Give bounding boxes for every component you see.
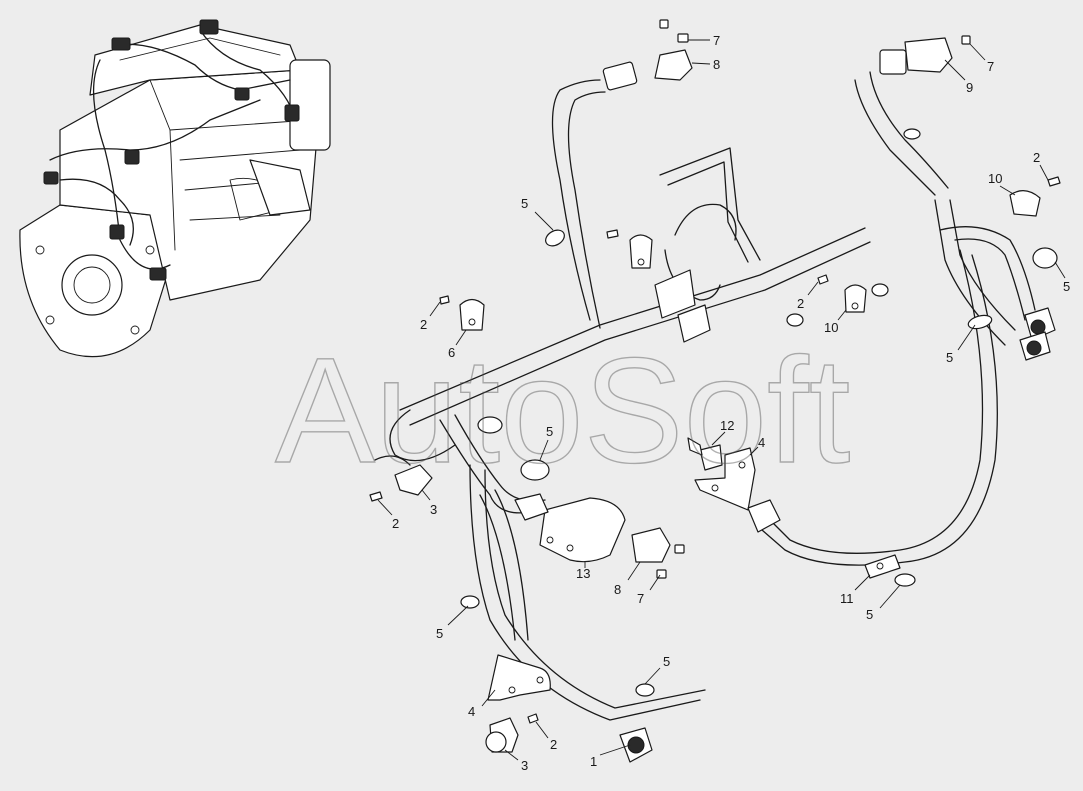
callout-label: 9 [966, 80, 973, 95]
callout-label: 5 [521, 196, 528, 211]
callout-label: 2 [797, 296, 804, 311]
callout-label: 5 [546, 424, 553, 439]
callout-label: 1 [590, 754, 597, 769]
watermark-text: AutoSoft [275, 326, 850, 494]
callout-label: 3 [521, 758, 528, 773]
callout-label: 2 [1033, 150, 1040, 165]
callout-label: 8 [614, 582, 621, 597]
callout-label: 4 [468, 704, 475, 719]
callout-label: 2 [550, 737, 557, 752]
callout-label: 5 [946, 350, 953, 365]
callout-label: 7 [713, 33, 720, 48]
callout-label: 8 [713, 57, 720, 72]
callout-label: 10 [988, 171, 1002, 186]
callout-label: 10 [824, 320, 838, 335]
callout-label: 2 [392, 516, 399, 531]
callout-labels: 7 8 7 9 2 10 5 5 2 6 2 10 5 12 4 5 3 2 1… [392, 33, 1070, 773]
engine-overview-illustration [19, 19, 331, 358]
callout-label: 12 [720, 418, 734, 433]
callout-label: 11 [840, 591, 854, 606]
callout-label: 5 [436, 626, 443, 641]
callout-label: 3 [430, 502, 437, 517]
callout-label: 7 [987, 59, 994, 74]
callout-label: 7 [637, 591, 644, 606]
callout-label: 2 [420, 317, 427, 332]
sensor-8-top [654, 49, 693, 81]
callout-label: 4 [758, 435, 765, 450]
callout-label: 5 [866, 607, 873, 622]
callout-leaders [377, 39, 1066, 761]
harness-components [369, 19, 1061, 763]
callout-label: 13 [576, 566, 590, 581]
callout-label: 5 [1063, 279, 1070, 294]
callout-label: 6 [448, 345, 455, 360]
callout-label: 5 [663, 654, 670, 669]
